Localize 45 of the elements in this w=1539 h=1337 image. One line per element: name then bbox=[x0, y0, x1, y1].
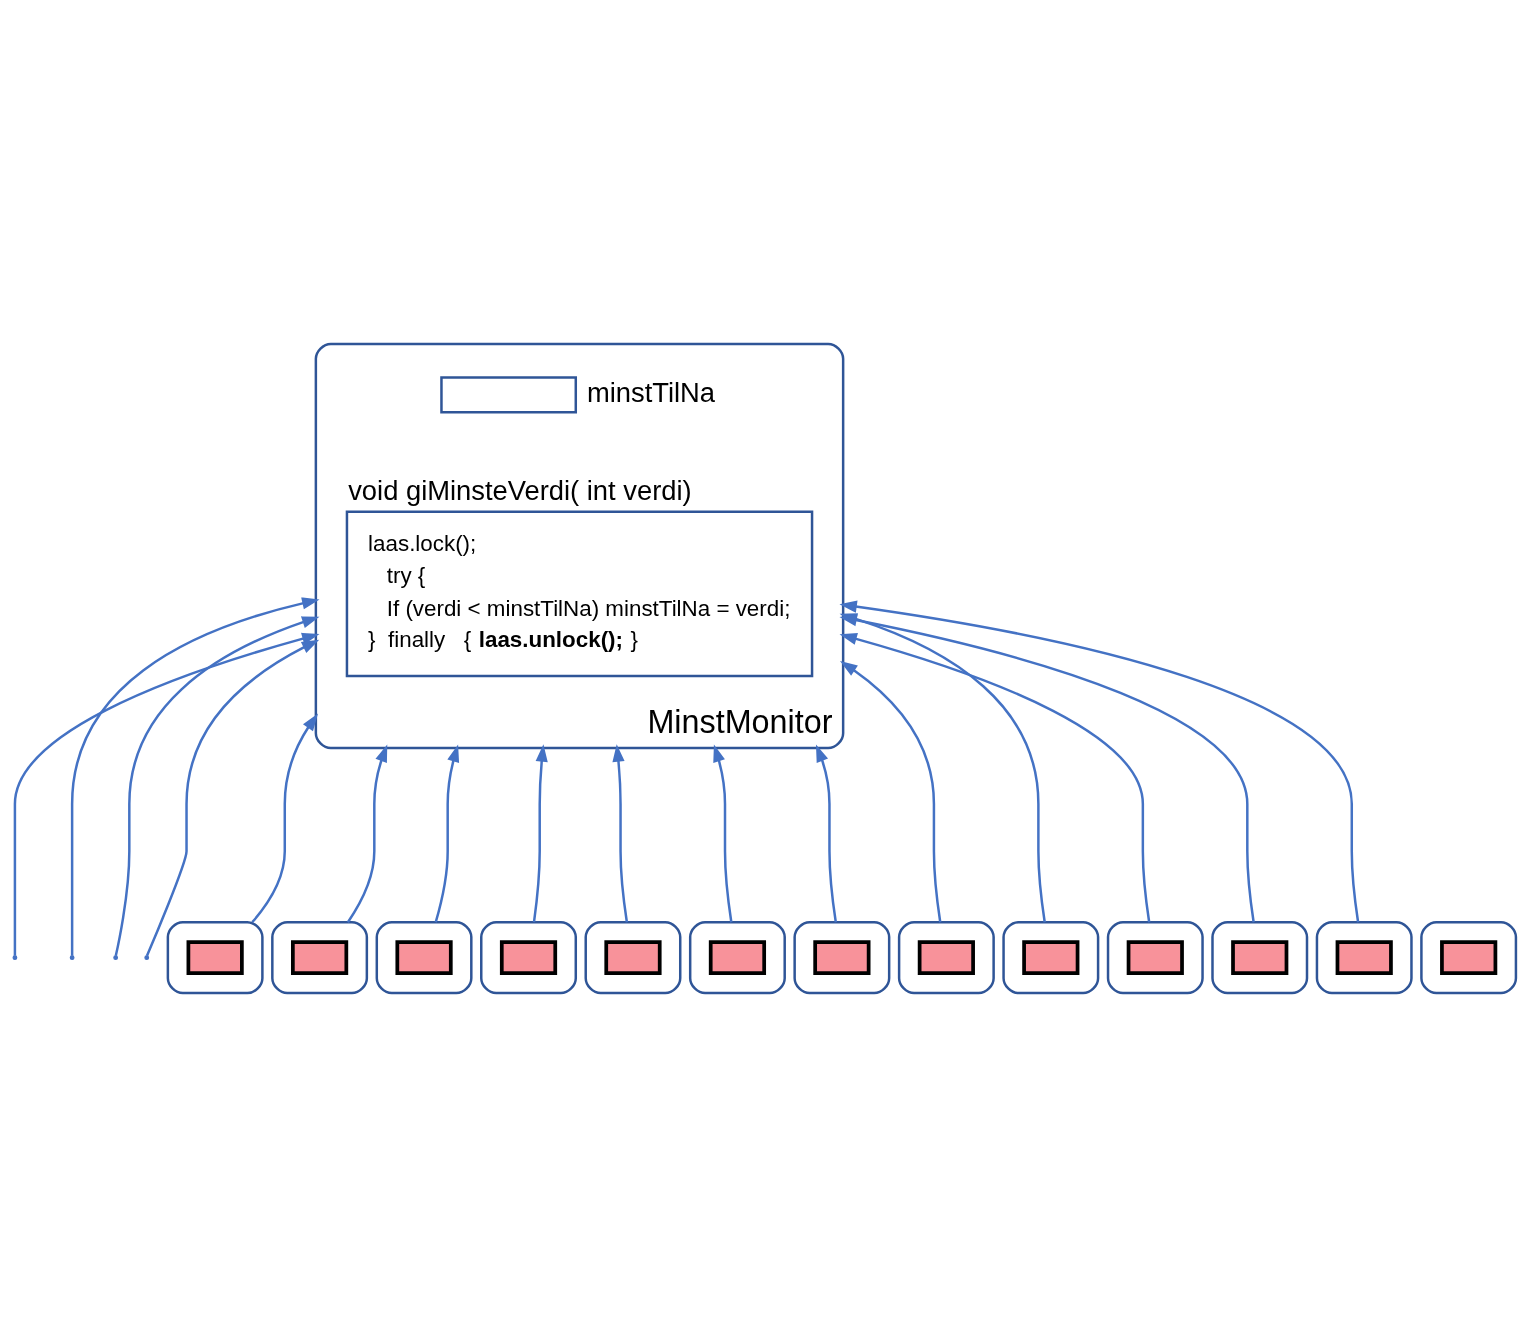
node-box bbox=[708, 940, 767, 976]
node-box bbox=[917, 940, 975, 976]
arrow bbox=[839, 633, 1151, 923]
arrow bbox=[13, 632, 320, 956]
node-box bbox=[1022, 940, 1080, 976]
node-label: minstTilNa bbox=[586, 376, 716, 408]
arrow bbox=[346, 744, 388, 923]
node-box bbox=[1126, 940, 1184, 976]
cluster bbox=[1002, 920, 1100, 995]
arrow bbox=[145, 632, 320, 957]
cluster bbox=[271, 920, 369, 995]
arrow bbox=[713, 744, 733, 923]
cluster bbox=[166, 920, 264, 995]
node-box bbox=[604, 940, 662, 976]
node-label: void giMinsteVerdi( int verdi) bbox=[348, 475, 692, 507]
node-box bbox=[186, 940, 244, 976]
node-box bbox=[813, 940, 871, 976]
cluster bbox=[1315, 920, 1413, 995]
node-box bbox=[395, 940, 453, 976]
cluster bbox=[688, 920, 786, 995]
node-box bbox=[1335, 940, 1393, 976]
cluster bbox=[584, 920, 682, 995]
arrow bbox=[815, 744, 838, 923]
cluster bbox=[1106, 920, 1204, 995]
arrow bbox=[251, 713, 319, 923]
node-label: MinstMonitor bbox=[647, 703, 833, 740]
arrow bbox=[434, 744, 460, 923]
node-box bbox=[440, 376, 577, 414]
node-box bbox=[291, 940, 349, 976]
arrow bbox=[114, 616, 320, 956]
arrow bbox=[840, 660, 942, 923]
cluster bbox=[1420, 920, 1518, 995]
cluster bbox=[480, 920, 577, 995]
cluster bbox=[793, 920, 891, 995]
arrow bbox=[612, 744, 629, 923]
cluster bbox=[1211, 920, 1309, 995]
node-box bbox=[1440, 940, 1498, 976]
arrow bbox=[532, 744, 548, 923]
node-box bbox=[1231, 940, 1289, 976]
cluster bbox=[897, 920, 995, 995]
arrow bbox=[70, 597, 320, 956]
node-box bbox=[499, 940, 558, 976]
cluster bbox=[314, 342, 845, 750]
node-box: laas.lock(); try { If (verdi < minstTilNa) minstTilNa = verdi; } finally { laas.unlock(); } bbox=[345, 510, 814, 678]
cluster bbox=[375, 920, 473, 995]
